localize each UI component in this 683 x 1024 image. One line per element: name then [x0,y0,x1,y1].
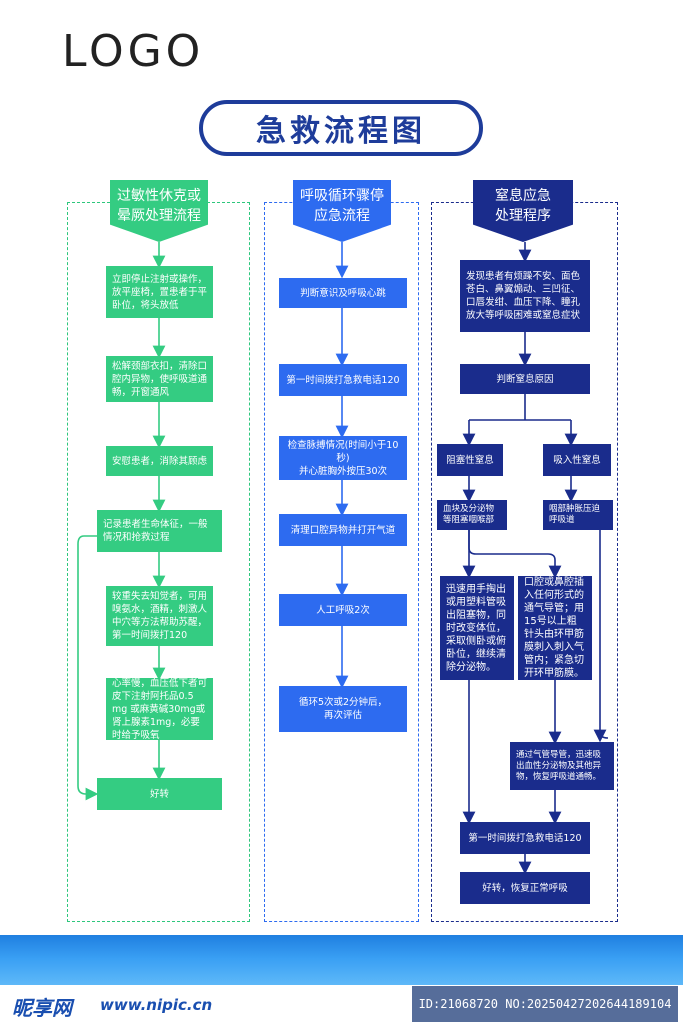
asphyxia-branch-left: 阻塞性窒息 [437,444,503,476]
asphyxia-judge: 判断窒息原因 [460,364,590,394]
logo: LOGO [62,26,205,77]
asphyxia-action-b: 口腔或鼻腔插入任何形式的通气导管；用15号以上粗针头由环甲筋膜刺入刺入气管内；紧… [518,576,592,680]
allergy-step-4: 记录患者生命体征，一般情况和抢救过程 [97,510,222,552]
asphyxia-action-c: 通过气管导管，迅速吸出血性分泌物及其他异物，恢复呼吸道通畅。 [510,742,614,790]
cardiac-step-4: 清理口腔异物并打开气道 [279,514,407,546]
cardiac-step-2: 第一时间拨打急救电话120 [279,364,407,396]
watermark-id: ID:21068720 NO:20250427202644189104 [412,986,678,1022]
cardiac-step-1: 判断意识及呼吸心跳 [279,278,407,308]
cardiac-step-3: 检查脉搏情况(时间小于10秒) 并心脏胸外按压30次 [279,436,407,480]
cardiac-step-5: 人工呼吸2次 [279,594,407,626]
allergy-step-2: 松解颈部衣扣，清除口腔内异物，使呼吸道通畅，开窗通风 [106,356,213,402]
allergy-step-7: 好转 [97,778,222,810]
asphyxia-cause-right: 咽部肿胀压迫呼吸道 [543,500,613,530]
page-title: 急救流程图 [256,114,426,149]
asphyxia-branch-right: 吸入性窒息 [543,444,611,476]
asphyxia-action-a: 迅速用手掏出或用塑料管吸出阻塞物，同时改变体位，采取侧卧或俯卧位，继续清除分泌物… [440,576,514,680]
cardiac-step-6: 循环5次或2分钟后， 再次评估 [279,686,407,732]
allergy-step-3: 安慰患者，消除其顾虑 [106,446,213,476]
asphyxia-cause-left: 血块及分泌物等阻塞咽喉部 [437,500,507,530]
watermark-brand: 昵享网 [12,996,72,1020]
asphyxia-intro: 发现患者有烦躁不安、面色苍白、鼻翼煽动、三凹征、口唇发绀、血压下降、瞳孔放大等呼… [460,260,590,332]
allergy-step-6: 心率慢，血压低下者可皮下注射阿托品0.5 mg 或麻黄碱30mg或肾上腺素1mg… [106,678,213,741]
watermark-url: www.nipic.cn [100,996,213,1014]
asphyxia-call: 第一时间拨打急救电话120 [460,822,590,854]
allergy-step-1: 立即停止注射或操作，放平座椅，置患者于平卧位，将头放低 [106,266,213,318]
asphyxia-result: 好转，恢复正常呼吸 [460,872,590,904]
title-banner: 急救流程图 [199,100,483,156]
allergy-step-5: 较重失去知觉者，可用嗅氨水，酒精，刺激人中穴等方法帮助苏醒，第一时间拨打120 [106,586,213,646]
